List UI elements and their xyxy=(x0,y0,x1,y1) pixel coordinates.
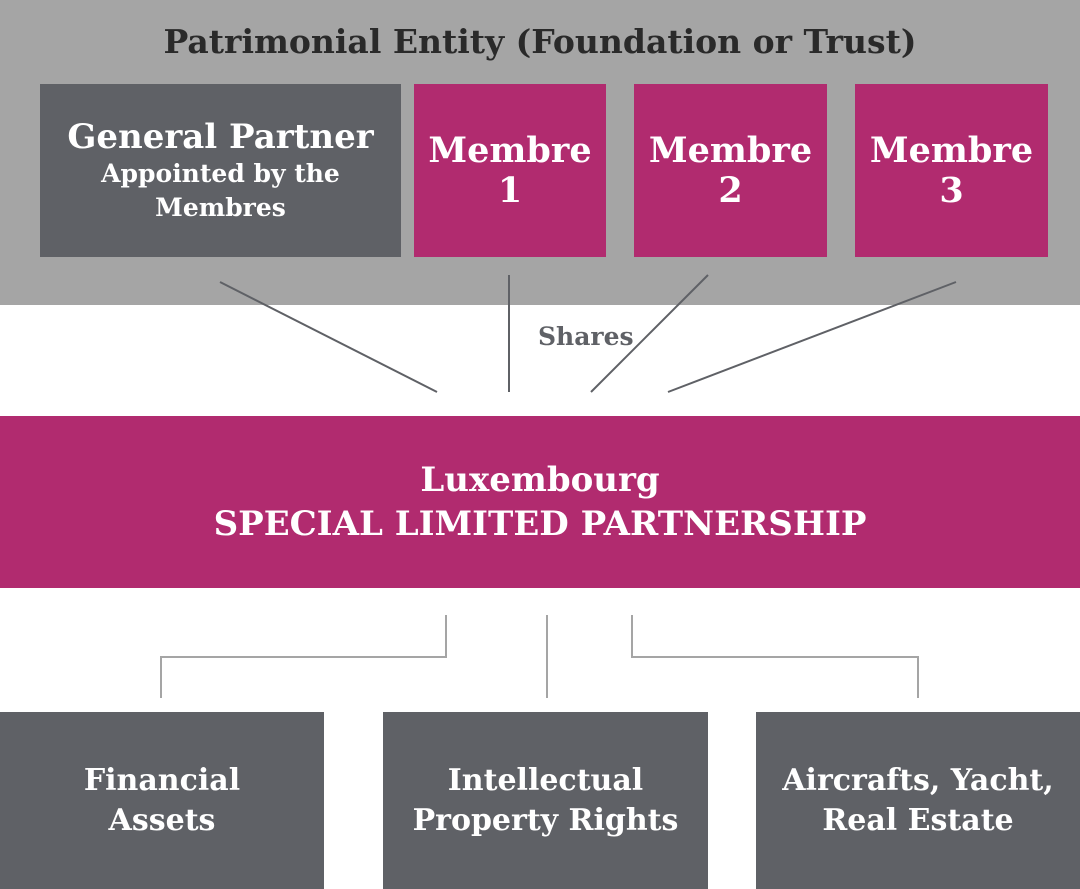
asset-1-line-1: Financial xyxy=(83,762,241,798)
patrimonial-entity-title: Patrimonial Entity (Foundation or Trust) xyxy=(163,22,917,61)
asset-box-financial: Financial Assets xyxy=(0,712,324,889)
general-partner-title: General Partner xyxy=(67,116,374,157)
member-1-label: Membre xyxy=(428,129,592,171)
asset-3-connector xyxy=(631,615,919,698)
partnership-line-1: Luxembourg xyxy=(420,460,660,500)
asset-3-line-1: Aircrafts, Yacht, xyxy=(782,762,1054,798)
asset-1-connector xyxy=(160,615,447,698)
member-3-connector xyxy=(667,281,957,393)
partnership-line-2: SPECIAL LIMITED PARTNERSHIP xyxy=(213,504,867,544)
asset-2-line-2: Property Rights xyxy=(412,802,679,838)
member-2-number: 2 xyxy=(718,169,743,211)
member-2-label: Membre xyxy=(648,129,813,171)
asset-2-line-1: Intellectual xyxy=(447,762,644,798)
general-partner-box: General Partner Appointed by the Membres xyxy=(40,84,401,257)
shares-label: Shares xyxy=(538,322,634,351)
member-3-label: Membre xyxy=(869,129,1034,171)
member-3-box: Membre 3 xyxy=(855,84,1048,257)
member-1-box: Membre 1 xyxy=(414,84,606,257)
asset-box-intellectual-property: Intellectual Property Rights xyxy=(383,712,708,889)
asset-1-line-2: Assets xyxy=(108,802,216,838)
asset-3-line-2: Real Estate xyxy=(822,802,1014,838)
member-1-number: 1 xyxy=(497,169,523,211)
gp-connector xyxy=(219,281,438,393)
asset-box-aircrafts-real-estate: Aircrafts, Yacht, Real Estate xyxy=(756,712,1080,889)
general-partner-subtitle-2: Membres xyxy=(155,192,286,222)
general-partner-subtitle-1: Appointed by the xyxy=(101,158,340,188)
special-limited-partnership-band: Luxembourg SPECIAL LIMITED PARTNERSHIP xyxy=(0,416,1080,588)
member-2-connector xyxy=(590,274,709,393)
member-2-box: Membre 2 xyxy=(634,84,827,257)
member-3-number: 3 xyxy=(939,169,964,211)
